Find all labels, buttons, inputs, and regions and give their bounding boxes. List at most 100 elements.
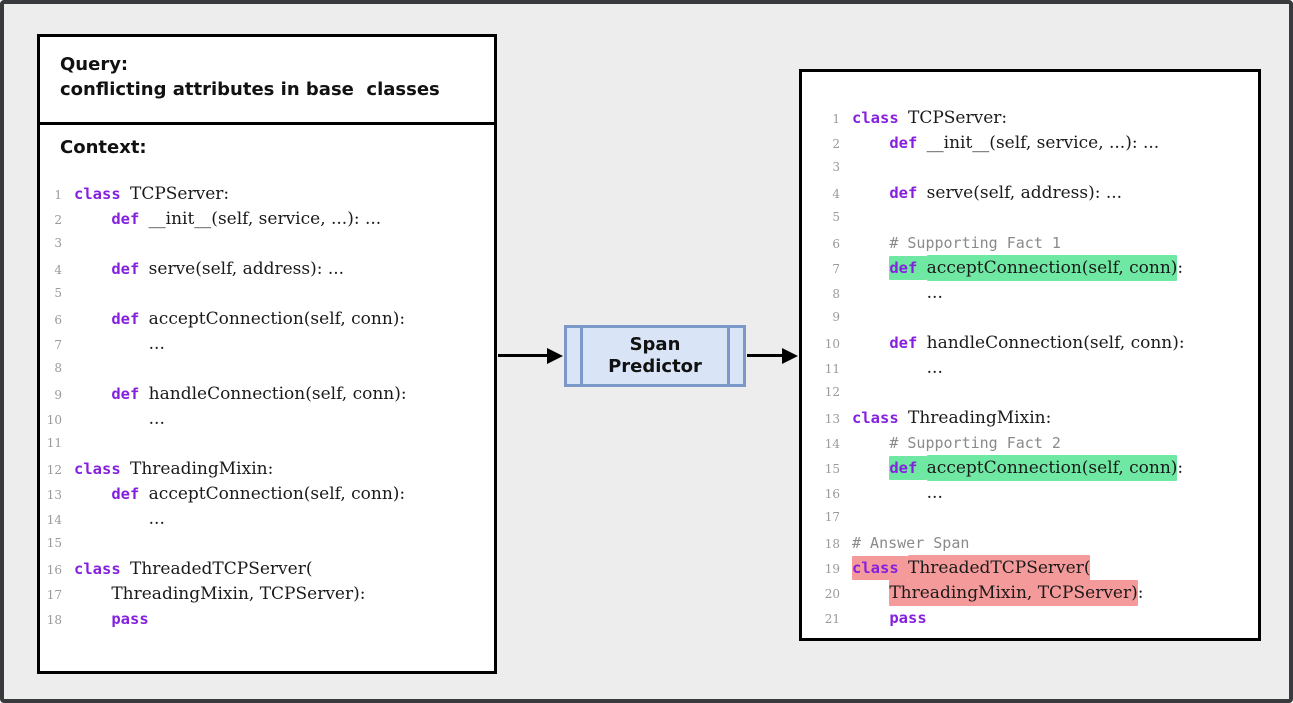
code-segment: __init__(self, service, ...): ... <box>148 209 382 229</box>
code-text: ... <box>852 280 1258 306</box>
code-keyword: def <box>111 260 149 278</box>
code-segment <box>74 335 149 353</box>
code-text: ThreadingMixin, TCPServer): <box>74 581 494 607</box>
code-segment: serve(self, address): ... <box>926 183 1123 203</box>
code-segment <box>74 585 111 603</box>
code-segment: acceptConnection(self, conn) <box>926 255 1178 281</box>
code-segment: ThreadingMixin, TCPServer): <box>111 584 366 604</box>
code-segment: TCPServer: <box>908 108 1008 128</box>
code-line: 6 # Supporting Fact 1 <box>818 230 1258 255</box>
code-segment: ... <box>926 358 943 378</box>
code-segment: ... <box>148 509 165 529</box>
code-segment <box>852 334 889 352</box>
code-text: pass <box>74 606 494 632</box>
code-text: def acceptConnection(self, conn): <box>74 306 494 332</box>
query-label: Query: <box>60 54 129 75</box>
code-segment <box>74 260 111 278</box>
code-line: 7 def acceptConnection(self, conn): <box>818 255 1258 281</box>
code-text: def serve(self, address): ... <box>852 180 1258 206</box>
code-comment: # Answer Span <box>852 534 970 552</box>
code-text: class ThreadingMixin: <box>74 456 494 482</box>
code-line: 18 pass <box>40 606 494 631</box>
code-segment: ThreadingMixin, TCPServer) <box>889 580 1138 606</box>
code-text: ThreadingMixin, TCPServer): <box>852 580 1258 606</box>
code-segment <box>852 234 889 252</box>
line-number: 14 <box>824 437 840 451</box>
line-number: 3 <box>832 160 840 174</box>
code-keyword: def <box>111 385 149 403</box>
span-predictor-label: Span Predictor <box>608 334 702 377</box>
code-segment: ThreadedTCPServer( <box>908 555 1091 581</box>
code-text: ... <box>852 355 1258 381</box>
code-text: def handleConnection(self, conn): <box>852 330 1258 356</box>
code-text: class TCPServer: <box>852 105 1258 131</box>
line-number: 8 <box>832 287 840 301</box>
code-text: class ThreadingMixin: <box>852 405 1258 431</box>
line-number: 7 <box>832 262 840 276</box>
line-number: 21 <box>824 612 840 626</box>
line-number: 5 <box>832 210 840 224</box>
line-number: 17 <box>46 588 62 602</box>
arrow-input-to-predictor <box>498 347 563 364</box>
code-line: 13 def acceptConnection(self, conn): <box>40 481 494 506</box>
code-line: 10 def handleConnection(self, conn): <box>818 330 1258 355</box>
code-segment: : <box>1137 583 1144 603</box>
code-line: 8 <box>40 356 494 381</box>
code-segment <box>74 510 149 528</box>
line-number: 16 <box>46 563 62 577</box>
query-text: conflicting attributes in base classes <box>60 79 440 100</box>
code-text: # Answer Span <box>852 530 1258 556</box>
code-text: ... <box>852 480 1258 506</box>
code-line: 18# Answer Span <box>818 530 1258 555</box>
code-segment: ... <box>926 283 943 303</box>
line-number: 11 <box>46 436 62 450</box>
code-line: 8 ... <box>818 280 1258 305</box>
line-number: 13 <box>824 412 840 426</box>
code-keyword: def <box>111 485 149 503</box>
code-text: class ThreadedTCPServer( <box>74 556 494 582</box>
line-number: 6 <box>54 313 62 327</box>
code-line: 17 <box>818 505 1258 530</box>
line-number: 16 <box>824 487 840 501</box>
code-segment: ... <box>148 409 165 429</box>
context-label: Context: <box>60 137 147 158</box>
code-line: 2 def __init__(self, service, ...): ... <box>40 206 494 231</box>
line-number: 6 <box>832 237 840 251</box>
code-text: ... <box>74 331 494 357</box>
code-line: 2 def __init__(self, service, ...): ... <box>818 130 1258 155</box>
code-segment: acceptConnection(self, conn): <box>148 484 406 504</box>
code-keyword: def <box>111 210 149 228</box>
code-segment <box>852 184 889 202</box>
span-predictor-box: Span Predictor <box>564 325 746 387</box>
line-number: 14 <box>46 513 62 527</box>
code-segment: ... <box>148 334 165 354</box>
line-number: 8 <box>54 361 62 375</box>
code-segment <box>852 259 889 277</box>
line-number: 19 <box>824 562 840 576</box>
code-comment: # Supporting Fact 2 <box>889 434 1061 452</box>
code-segment <box>74 410 149 428</box>
code-segment: ... <box>926 483 943 503</box>
code-line: 12 <box>818 380 1258 405</box>
code-text: # Supporting Fact 2 <box>852 430 1258 456</box>
code-line: 11 <box>40 431 494 456</box>
code-keyword: class <box>852 109 908 127</box>
code-text: def acceptConnection(self, conn): <box>852 255 1258 281</box>
line-number: 7 <box>54 338 62 352</box>
code-segment: : <box>1177 458 1184 478</box>
code-segment <box>852 284 927 302</box>
code-line: 4 def serve(self, address): ... <box>818 180 1258 205</box>
code-line: 20 ThreadingMixin, TCPServer): <box>818 580 1258 606</box>
code-line: 15 <box>40 531 494 556</box>
code-text: def serve(self, address): ... <box>74 256 494 282</box>
code-line: 9 def handleConnection(self, conn): <box>40 381 494 406</box>
code-text: class TCPServer: <box>74 181 494 207</box>
line-number: 15 <box>824 462 840 476</box>
code-keyword: class <box>852 556 908 580</box>
line-number: 11 <box>824 362 840 376</box>
line-number: 4 <box>832 187 840 201</box>
